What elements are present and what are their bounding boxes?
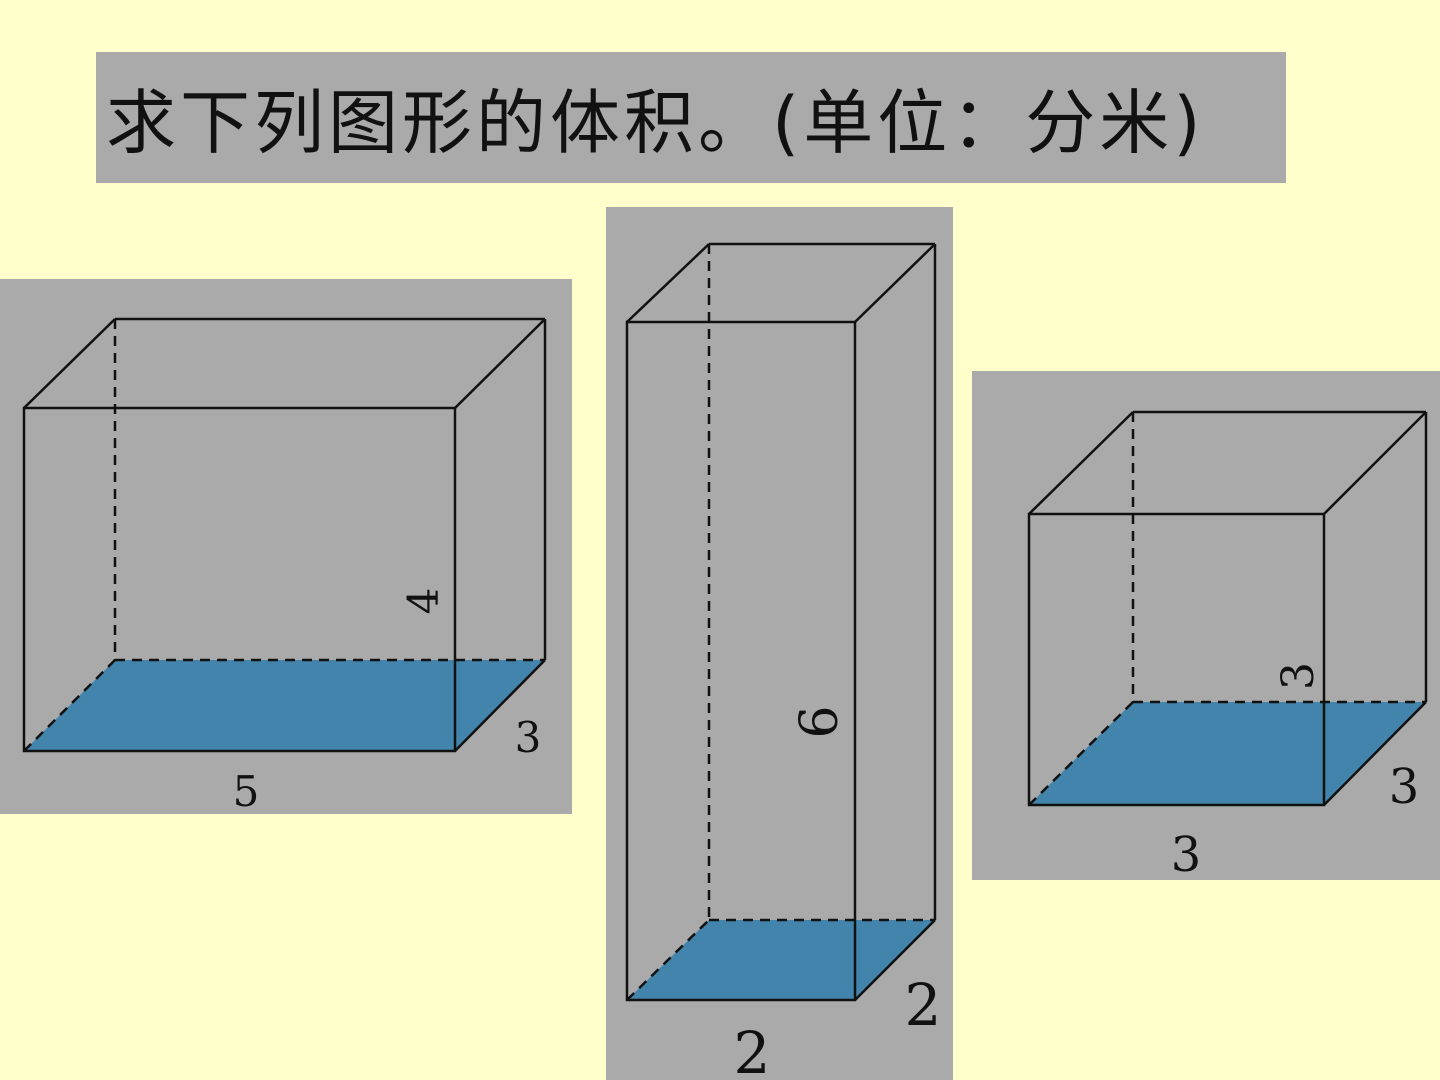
- edge: [1028, 411, 1134, 515]
- front-face: [625, 320, 857, 1002]
- question-title: 求下列图形的体积。(单位：分米): [106, 82, 1205, 164]
- base-face: [627, 920, 935, 1000]
- height-label: 6: [790, 705, 850, 738]
- width-label: 2: [905, 971, 942, 1039]
- cuboid-2-drawing: 2 2 6: [625, 242, 942, 1080]
- edge: [854, 919, 936, 1001]
- edge: [23, 318, 116, 409]
- edge: [854, 243, 936, 323]
- hidden-edge: [626, 919, 710, 1001]
- figure-3-panel: 3 3 3: [972, 371, 1440, 883]
- base-face: [1029, 702, 1426, 805]
- hidden-edge: [1028, 701, 1134, 806]
- cube-drawing: 3 3 3: [1027, 410, 1428, 883]
- edge: [454, 659, 546, 752]
- edge: [1323, 701, 1427, 806]
- figure-1-panel: 5 3 4: [0, 279, 572, 816]
- cuboid-1-drawing: 5 3 4: [22, 317, 547, 816]
- width-label: 3: [515, 713, 542, 762]
- title-banner: 求下列图形的体积。(单位：分米): [96, 52, 1286, 183]
- figure-2-panel: 2 2 6: [606, 207, 953, 1080]
- length-label: 2: [734, 1019, 771, 1080]
- base-face: [24, 660, 545, 751]
- length-label: 3: [1171, 827, 1202, 883]
- edge: [454, 318, 546, 409]
- front-face: [22, 406, 457, 753]
- width-label: 3: [1389, 759, 1420, 815]
- front-face: [1027, 512, 1326, 807]
- edge: [626, 243, 710, 323]
- hidden-edge: [23, 659, 116, 752]
- edge: [1323, 411, 1427, 515]
- height-label: 3: [1273, 662, 1324, 690]
- length-label: 5: [233, 767, 260, 816]
- height-label: 4: [399, 588, 448, 615]
